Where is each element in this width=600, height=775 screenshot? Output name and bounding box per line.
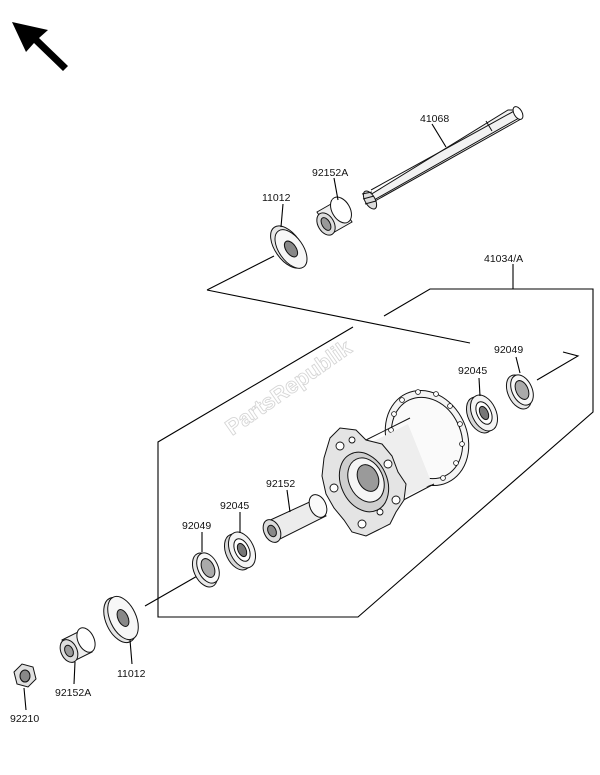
axle[interactable]: [361, 105, 525, 211]
part-label-11012-bottom[interactable]: 11012: [117, 668, 146, 680]
washer-top[interactable]: [264, 220, 314, 274]
spacer[interactable]: [260, 492, 331, 546]
part-label-92152[interactable]: 92152: [266, 478, 295, 490]
axle-collar-bottom[interactable]: [57, 625, 99, 665]
axle-collar-top[interactable]: [313, 193, 356, 238]
bearing-right[interactable]: [461, 391, 503, 438]
arrow-up-left-icon: [12, 22, 68, 71]
part-label-92045-left[interactable]: 92045: [220, 500, 249, 512]
watermark: PartsRepublik: [221, 334, 357, 440]
washer-bottom[interactable]: [97, 592, 144, 648]
bearing-left[interactable]: [219, 528, 261, 575]
part-label-92045-right[interactable]: 92045: [458, 365, 487, 377]
part-label-41068[interactable]: 41068: [420, 113, 449, 125]
part-label-92049-left[interactable]: 92049: [182, 520, 211, 532]
part-label-92049-right[interactable]: 92049: [494, 344, 523, 356]
part-label-41034a[interactable]: 41034/A: [484, 253, 523, 265]
axle-nut[interactable]: [13, 663, 37, 688]
part-label-11012-top[interactable]: 11012: [262, 192, 291, 204]
wheel-hub[interactable]: [321, 377, 484, 537]
oil-seal-right[interactable]: [501, 371, 537, 413]
part-label-92152a-bottom[interactable]: 92152A: [55, 687, 91, 699]
part-label-92210[interactable]: 92210: [10, 713, 39, 725]
part-label-92152a-top[interactable]: 92152A: [312, 167, 348, 179]
oil-seal-left[interactable]: [187, 549, 223, 591]
hub-assembly-outline: [144, 255, 594, 618]
